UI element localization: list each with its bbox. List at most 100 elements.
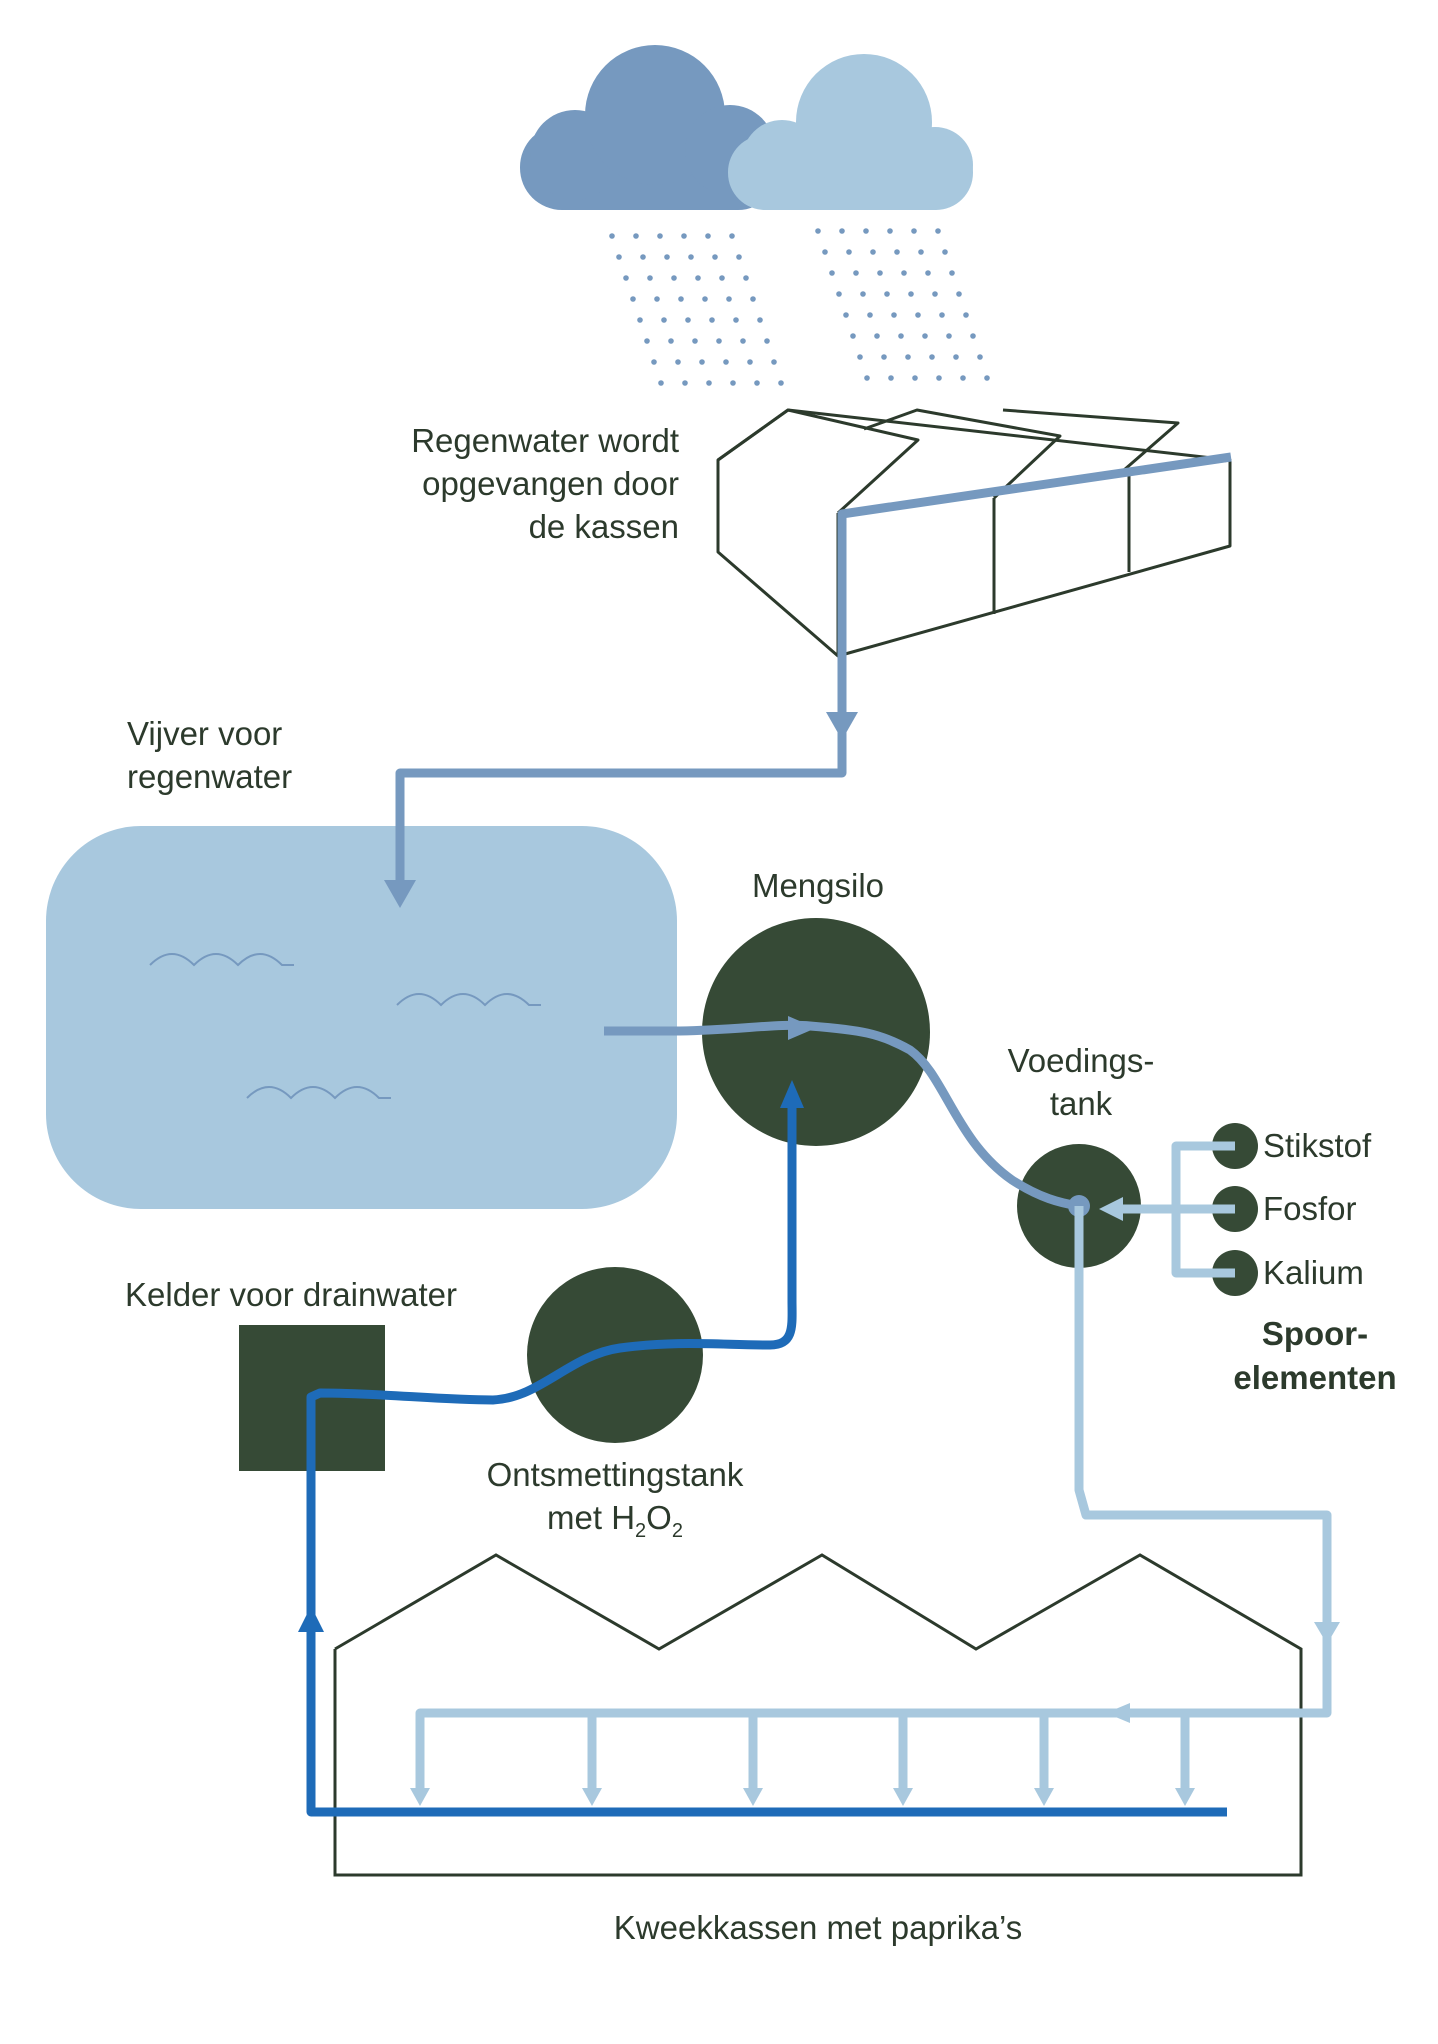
- cloud-dark-icon: [520, 45, 780, 210]
- raindrop: [623, 275, 629, 281]
- raindrop: [771, 359, 777, 365]
- arrow-icon: [298, 1080, 804, 1632]
- raindrop: [829, 270, 835, 276]
- raindrop: [716, 338, 722, 344]
- raindrop: [864, 375, 870, 381]
- ontsmettingstank: [527, 1267, 703, 1443]
- raindrop: [887, 228, 893, 234]
- raindrop: [709, 317, 715, 323]
- raindrop: [661, 317, 667, 323]
- raindrop: [881, 354, 887, 360]
- cloud-light-icon: [728, 54, 973, 210]
- kelder-label: Kelder voor drainwater: [125, 1276, 457, 1313]
- rain-label: Regenwater wordt: [411, 422, 679, 459]
- raindrop: [616, 254, 622, 260]
- raindrop: [922, 333, 928, 339]
- spoorelementen-label: elementen: [1233, 1359, 1396, 1396]
- raindrop: [651, 359, 657, 365]
- raindrop: [956, 291, 962, 297]
- raindrop: [657, 233, 663, 239]
- raindrop: [960, 375, 966, 381]
- raindrop: [668, 338, 674, 344]
- ontsmettingstank-label: Ontsmettingstank: [487, 1456, 744, 1493]
- ontsmettingstank-formula: met H2O2: [547, 1499, 683, 1542]
- raindrop: [678, 296, 684, 302]
- raindrop: [750, 296, 756, 302]
- raindrop: [891, 312, 897, 318]
- raindrop: [853, 270, 859, 276]
- raindrop: [685, 317, 691, 323]
- raindrop: [970, 333, 976, 339]
- raindrop: [867, 312, 873, 318]
- voedingstank-label: tank: [1050, 1085, 1113, 1122]
- raindrop: [850, 333, 856, 339]
- raindrop: [963, 312, 969, 318]
- rain-drops-icon: [609, 228, 990, 386]
- raindrop: [757, 317, 763, 323]
- raindrop: [764, 338, 770, 344]
- raindrop: [730, 380, 736, 386]
- raindrop: [743, 275, 749, 281]
- raindrop: [863, 228, 869, 234]
- raindrop: [870, 249, 876, 255]
- raindrop: [719, 275, 725, 281]
- raindrop: [898, 333, 904, 339]
- raindrop: [929, 354, 935, 360]
- greenhouse-top-icon: [716, 408, 1232, 658]
- greenhouse-bottom-icon: [333, 1553, 1303, 1877]
- raindrop: [740, 338, 746, 344]
- nutrient-pipe: [415, 1141, 1332, 1790]
- raindrop: [682, 380, 688, 386]
- raindrop: [695, 275, 701, 281]
- raindrop: [839, 228, 845, 234]
- raindrop: [901, 270, 907, 276]
- raindrop: [712, 254, 718, 260]
- raindrop: [949, 270, 955, 276]
- raindrop: [912, 375, 918, 381]
- raindrop: [857, 354, 863, 360]
- raindrop: [935, 228, 941, 234]
- raindrop: [778, 380, 784, 386]
- raindrop: [908, 291, 914, 297]
- raindrop: [688, 254, 694, 260]
- raindrop: [942, 249, 948, 255]
- raindrop: [640, 254, 646, 260]
- raindrop: [894, 249, 900, 255]
- kalium-label: Kalium: [1263, 1254, 1364, 1291]
- raindrop: [815, 228, 821, 234]
- raindrop: [692, 338, 698, 344]
- raindrop: [675, 359, 681, 365]
- pond: [46, 826, 677, 1209]
- raindrop: [747, 359, 753, 365]
- raindrop: [630, 296, 636, 302]
- raindrop: [822, 249, 828, 255]
- raindrop: [736, 254, 742, 260]
- arrow-icon: [410, 1197, 1340, 1806]
- spoorelementen-label: Spoor-: [1262, 1315, 1368, 1352]
- raindrop: [637, 317, 643, 323]
- arrow-icon: [384, 712, 858, 1040]
- raindrop: [946, 333, 952, 339]
- rain-label: de kassen: [529, 508, 679, 545]
- mengsilo-label: Mengsilo: [752, 867, 884, 904]
- raindrop: [664, 254, 670, 260]
- raindrop: [699, 359, 705, 365]
- raindrop: [644, 338, 650, 344]
- voedingstank-label: Voedings-: [1008, 1042, 1155, 1079]
- wave-icon: [149, 953, 541, 1100]
- raindrop: [846, 249, 852, 255]
- raindrop: [633, 233, 639, 239]
- raindrop: [936, 375, 942, 381]
- raindrop: [911, 228, 917, 234]
- raindrop: [836, 291, 842, 297]
- raindrop: [647, 275, 653, 281]
- pond-label: regenwater: [127, 758, 292, 795]
- rain-label: opgevangen door: [422, 465, 679, 502]
- raindrop: [705, 233, 711, 239]
- rainwater-pipe: [395, 452, 1232, 1211]
- raindrop: [654, 296, 660, 302]
- raindrop: [729, 233, 735, 239]
- raindrop: [932, 291, 938, 297]
- raindrop: [754, 380, 760, 386]
